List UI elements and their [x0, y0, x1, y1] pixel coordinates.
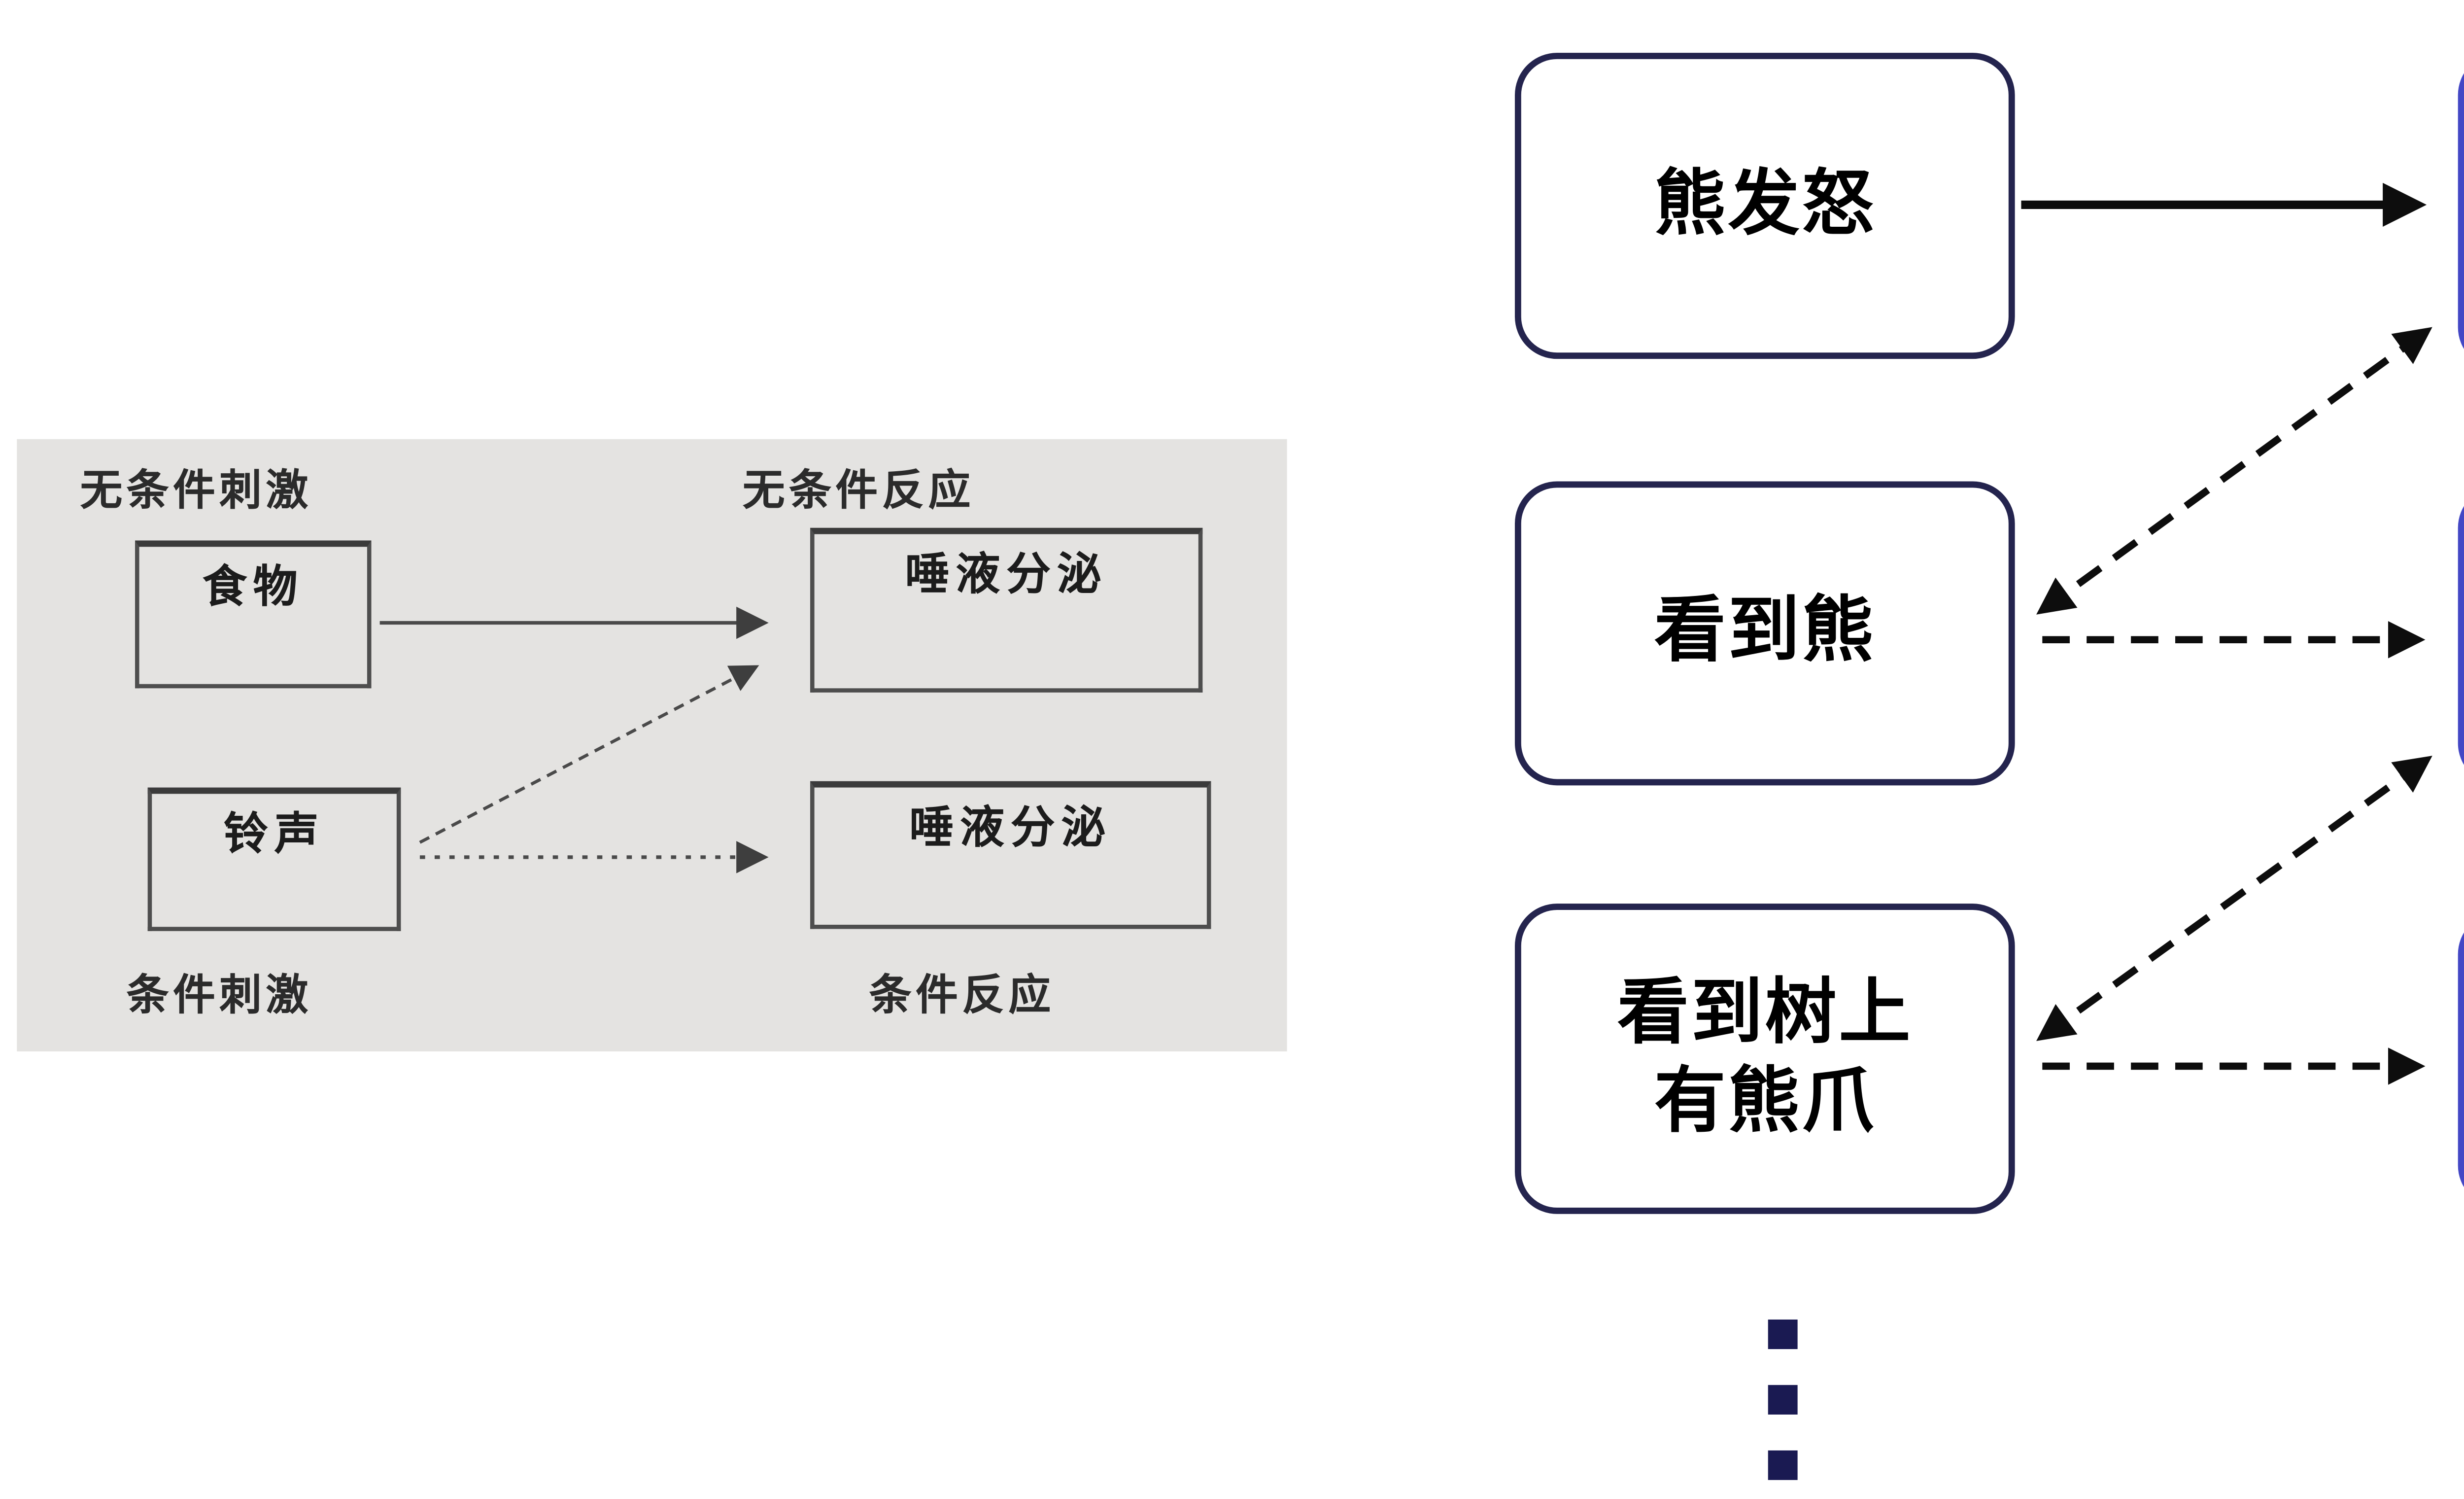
- label-conditioned-stimulus: 条件刺激: [126, 973, 312, 1020]
- box-see-bear: 看到熊: [1514, 481, 2015, 786]
- box-salivation-top: 唾液分泌: [810, 527, 1203, 693]
- label-conditioned-response: 条件反应: [869, 973, 1055, 1020]
- box-see-bear-label: 看到熊: [1654, 592, 1876, 672]
- box-bell: 铃声: [147, 787, 401, 931]
- box-see-claw-line2: 有熊爪: [1654, 1061, 1876, 1142]
- dot-square: [1768, 1450, 1798, 1480]
- box-see-claw-line1: 看到树上: [1617, 973, 1913, 1054]
- box-value-state: V(s): [2458, 912, 2464, 1208]
- box-bear-rage-label: 熊发怒: [1654, 164, 1876, 244]
- dot-square: [1768, 1319, 1798, 1349]
- arrow-see-claw-value-next-dashed: [2036, 756, 2432, 1041]
- arrow-see-bear-reward-dashed: [2036, 327, 2432, 615]
- box-reward: 奖励: [2458, 53, 2464, 370]
- box-bear-rage: 熊发怒: [1514, 53, 2015, 359]
- box-see-claw: 看到树上 有熊爪: [1514, 904, 2015, 1214]
- conditioning-panel: 无条件刺激 无条件反应 条件刺激 条件反应 食物 唾液分泌 铃声 唾液分泌: [17, 439, 1287, 1051]
- ellipsis-dots-left-column: [1768, 1319, 1798, 1480]
- box-food: 食物: [135, 540, 372, 689]
- label-unconditioned-stimulus: 无条件刺激: [80, 468, 312, 516]
- dot-square: [1768, 1385, 1798, 1415]
- box-salivation-bottom: 唾液分泌: [810, 781, 1211, 929]
- label-unconditioned-response: 无条件反应: [743, 468, 975, 516]
- box-value-next-state: V(s′): [2458, 486, 2464, 786]
